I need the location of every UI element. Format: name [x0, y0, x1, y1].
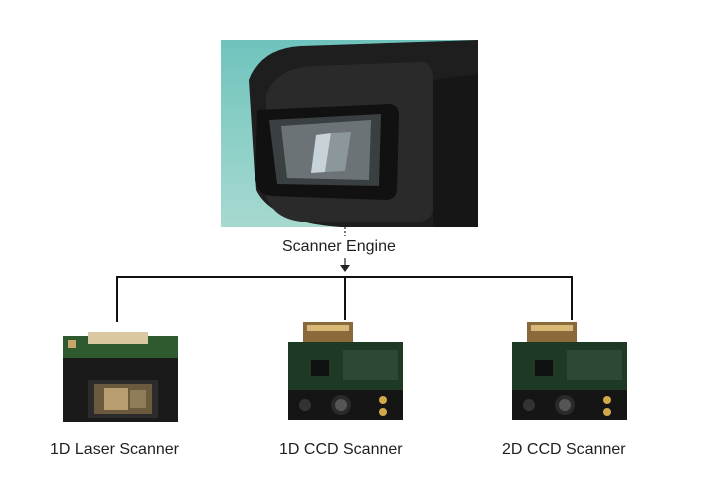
scanner-engine-photo	[221, 40, 478, 227]
child-label-1d-ccd: 1D CCD Scanner	[279, 441, 403, 458]
child-label-2d-ccd: 2D CCD Scanner	[502, 441, 626, 458]
child-label-1d-laser: 1D Laser Scanner	[50, 441, 179, 458]
1d-ccd-module-photo	[283, 320, 408, 420]
1d-laser-module-photo	[58, 330, 183, 430]
2d-ccd-module-photo	[507, 320, 632, 420]
root-label: Scanner Engine	[282, 238, 396, 255]
